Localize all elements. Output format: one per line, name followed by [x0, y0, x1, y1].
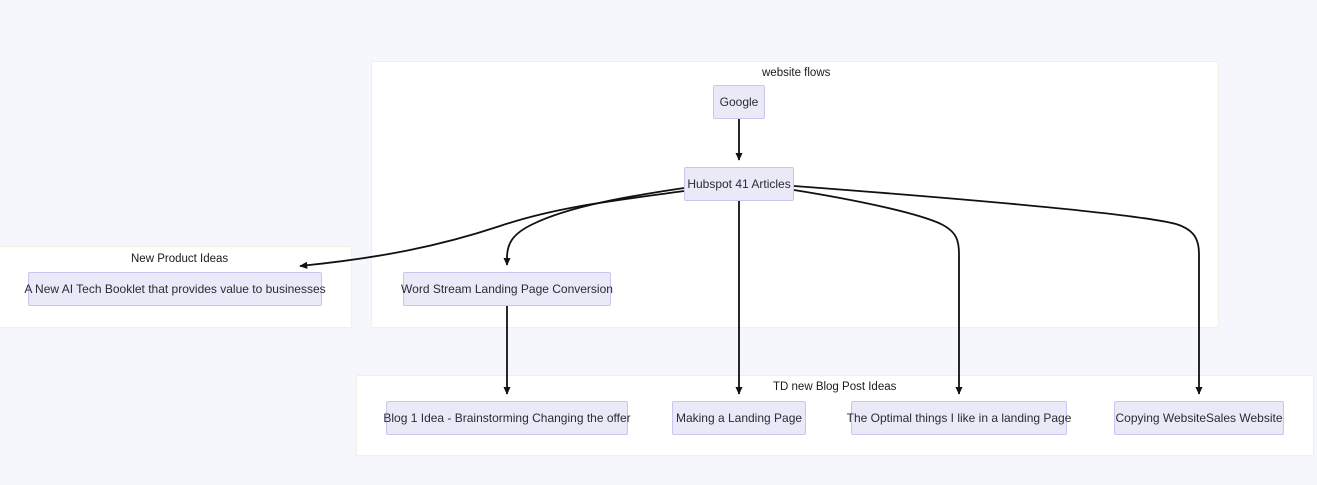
node-ai-tech-booklet[interactable]: A New AI Tech Booklet that provides valu…	[24, 272, 326, 306]
node-word-stream-landing-page-conversion[interactable]: Word Stream Landing Page Conversion	[401, 272, 613, 306]
node-optimal-things-landing-page[interactable]: The Optimal things I like in a landing P…	[847, 401, 1071, 435]
cluster-label-new-product-ideas: New Product Ideas	[131, 253, 229, 265]
node-blog-1-idea[interactable]: Blog 1 Idea - Brainstorming Changing the…	[383, 401, 631, 435]
node-making-a-landing-page[interactable]: Making a Landing Page	[672, 401, 806, 435]
cluster-label-website-flows: website flows	[762, 67, 831, 79]
cluster-label-td-new-blog-post-ideas: TD new Blog Post Ideas	[773, 381, 897, 393]
node-hubspot-41-articles[interactable]: Hubspot 41 Articles	[684, 167, 794, 201]
node-copying-websitesales-website[interactable]: Copying WebsiteSales Website	[1114, 401, 1284, 435]
node-google[interactable]: Google	[713, 85, 765, 119]
